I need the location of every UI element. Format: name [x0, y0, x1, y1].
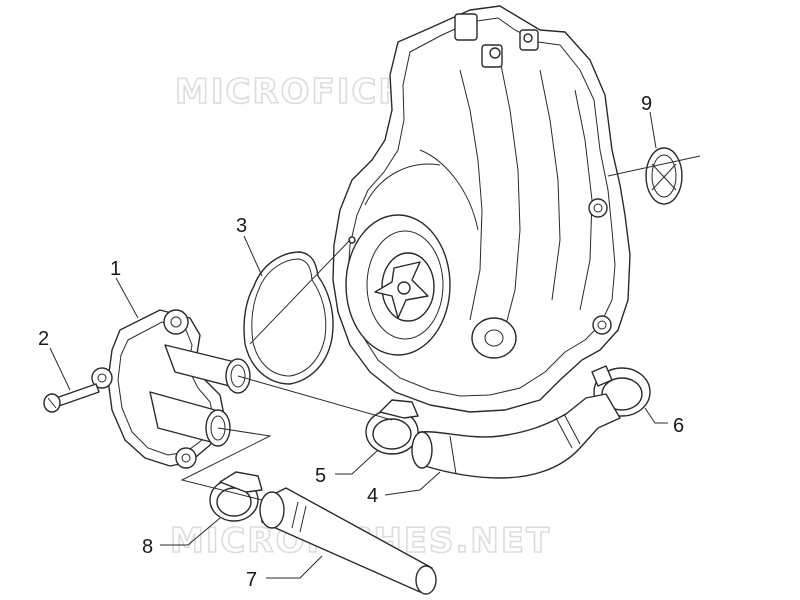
gasket-o-ring — [243, 251, 334, 385]
assembly-guide-lines — [180, 155, 701, 501]
part-number-6: 6 — [673, 415, 684, 437]
hose-clamp-5 — [365, 399, 419, 455]
water-pump-cover — [91, 309, 251, 469]
screw — [43, 383, 100, 413]
watermark-bottom: MICROFICHES.NET — [170, 521, 551, 561]
coolant-hose-7 — [259, 487, 437, 595]
part-number-8: 8 — [142, 536, 153, 558]
thermostat-valve — [645, 147, 683, 205]
part-number-5: 5 — [315, 465, 326, 487]
hose-clamp-8 — [209, 471, 263, 522]
part-number-3: 3 — [236, 215, 247, 237]
leader-lines — [49, 111, 668, 579]
part-number-2: 2 — [38, 328, 49, 350]
coolant-hose-4 — [411, 393, 621, 479]
engine-cover-housing — [332, 5, 631, 413]
part-number-1: 1 — [110, 258, 121, 280]
part-number-4: 4 — [367, 485, 378, 507]
gasket-inner-edge — [251, 258, 327, 377]
part-number-9: 9 — [641, 93, 652, 115]
part-number-7: 7 — [246, 569, 257, 591]
